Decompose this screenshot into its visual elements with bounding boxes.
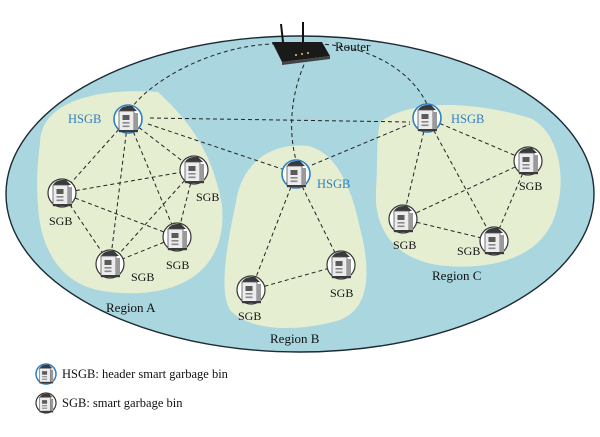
region-a-label: Region A xyxy=(106,300,156,315)
legend-hsgb-item: HSGB: header smart garbage bin xyxy=(35,363,229,385)
sgb-label: SGB xyxy=(330,286,353,300)
sgb-node: SGB xyxy=(326,250,356,300)
sgb-node: SGB xyxy=(388,204,418,252)
hsgb-label: HSGB xyxy=(68,112,101,126)
hsgb-label: HSGB xyxy=(317,177,350,191)
sgb-label: SGB xyxy=(457,244,480,258)
sgb-label: SGB xyxy=(196,190,219,204)
region-c-area xyxy=(375,104,561,267)
sgb-label: SGB xyxy=(49,214,72,228)
legend: HSGB: header smart garbage bin SGB: smar… xyxy=(35,363,229,414)
sgb-node: SGB xyxy=(236,275,266,323)
sgb-label: SGB xyxy=(238,309,261,323)
sgb-node: SGB xyxy=(162,222,192,272)
sgb-node: SGB xyxy=(179,155,219,204)
sgb-node: SGB xyxy=(47,178,77,228)
region-b-label: Region B xyxy=(270,331,320,346)
sgb-label: SGB xyxy=(519,179,542,193)
sgb-label: SGB xyxy=(393,238,416,252)
legend-hsgb-text: HSGB: header smart garbage bin xyxy=(62,367,229,381)
hsgb-node-region-b: HSGB xyxy=(281,159,350,191)
region-c-label: Region C xyxy=(432,268,481,283)
legend-sgb-text: SGB: smart garbage bin xyxy=(62,396,183,410)
router-icon xyxy=(272,22,330,65)
legend-sgb-item: SGB: smart garbage bin xyxy=(35,392,183,414)
sgb-node: SGB xyxy=(513,146,543,193)
hsgb-node-region-c: HSGB xyxy=(412,103,484,133)
router-label: Router xyxy=(335,39,371,54)
router-links xyxy=(129,43,431,171)
hsgb-node-region-a: HSGB xyxy=(68,104,143,134)
router: Router xyxy=(272,22,371,65)
sgb-label: SGB xyxy=(166,258,189,272)
sgb-node: SGB xyxy=(95,249,154,284)
hsgb-label: HSGB xyxy=(451,112,484,126)
sgb-label: SGB xyxy=(131,270,154,284)
sgb-node: SGB xyxy=(457,226,509,258)
